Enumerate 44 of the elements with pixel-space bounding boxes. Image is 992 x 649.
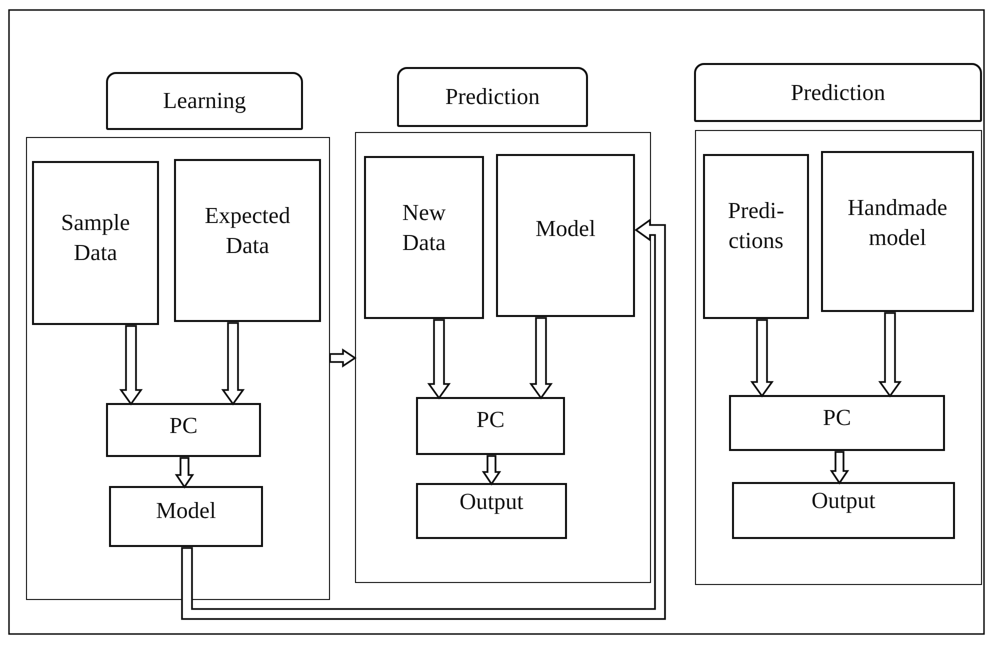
process-box <box>364 156 484 319</box>
process-box <box>416 397 565 455</box>
arrow <box>529 317 553 400</box>
process-box <box>109 486 263 547</box>
node-label: Model <box>154 497 218 525</box>
process-box <box>174 159 321 322</box>
panel-box <box>355 132 651 583</box>
node-label: Learning <box>162 87 247 116</box>
arrow <box>221 322 245 406</box>
node-label: Prediction <box>790 78 886 107</box>
node-label: Handmade model <box>846 194 948 252</box>
arrow <box>174 457 194 489</box>
process-box <box>732 482 955 539</box>
arrow <box>427 319 451 400</box>
header-box <box>397 67 588 127</box>
node-label: PC <box>475 406 506 434</box>
node-label: Sample Data <box>60 209 131 267</box>
node-label: Predi- ctions <box>726 197 786 255</box>
process-box <box>703 154 809 319</box>
process-box <box>821 151 974 312</box>
panel-box <box>695 130 982 585</box>
arrow <box>750 319 774 398</box>
node-label: Prediction <box>444 83 541 112</box>
process-box <box>32 161 159 325</box>
node-label: Output <box>810 487 876 515</box>
process-box <box>496 154 635 317</box>
process-box <box>106 403 261 457</box>
node-label: Expected Data <box>204 202 292 260</box>
arrow <box>878 312 902 398</box>
arrow <box>119 325 143 406</box>
process-box <box>416 483 567 539</box>
arrow <box>830 451 850 485</box>
process-box <box>729 395 945 451</box>
arrow <box>482 455 502 486</box>
arrow <box>329 348 357 368</box>
header-box <box>694 63 982 122</box>
node-label: PC <box>168 412 199 440</box>
node-label: Model <box>534 215 597 243</box>
node-label: Output <box>458 488 524 516</box>
arrow <box>181 218 666 620</box>
header-box <box>106 72 303 130</box>
panel-box <box>26 137 330 600</box>
node-label: New Data <box>401 199 447 257</box>
node-label: PC <box>822 404 852 432</box>
